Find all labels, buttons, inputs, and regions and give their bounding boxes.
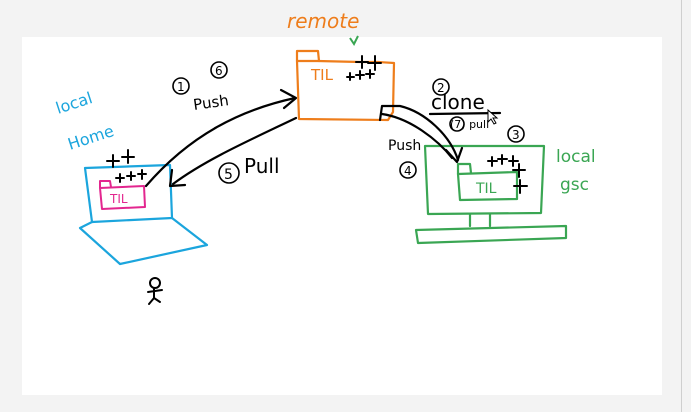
local-gsc-label-1: local: [556, 147, 596, 167]
home-til-folder: [99, 180, 146, 210]
mouse-cursor-icon: [487, 108, 499, 125]
step-circles: [172, 61, 525, 184]
local-gsc-label-2: gsc: [560, 175, 589, 195]
local-home-label-1: local: [53, 88, 94, 118]
gsc-monitor: [423, 144, 546, 216]
home-til-label: TIL: [109, 192, 128, 206]
step5-circle: [218, 162, 240, 184]
gsc-plus-marks: [487, 154, 528, 194]
stick-figure: [147, 277, 163, 305]
local-home-label-2: Home: [65, 121, 116, 154]
clone-arrow-remote-to-gsc: [378, 104, 460, 162]
pull-arrow-remote-to-home: [171, 116, 298, 186]
remote-folder-box: [295, 59, 396, 122]
pull-label: Pull: [244, 154, 280, 178]
step7-circle: [449, 116, 465, 132]
gsc-til-label: TIL: [475, 181, 497, 197]
whiteboard-canvas: [22, 37, 662, 395]
local-home-laptop: [78, 163, 209, 266]
step1-circle: [172, 77, 190, 95]
step6-number: 6: [215, 64, 223, 78]
arrows: [144, 88, 502, 188]
push-arrow-home-to-remote: [144, 96, 297, 188]
push-arrowhead: [279, 88, 298, 110]
remote-check-mark: [349, 35, 359, 46]
step3-circle: [507, 125, 525, 143]
remote-folder-tab: [295, 49, 321, 63]
gsc-stand: [468, 212, 492, 228]
gsc-folder: [456, 170, 519, 202]
step2-number: 2: [437, 81, 445, 95]
step3-number: 3: [512, 128, 520, 142]
window-right-border: [681, 0, 682, 412]
step2-circle: [432, 78, 450, 96]
laptop-home-base: [78, 216, 209, 266]
clone-label: clone: [431, 90, 485, 114]
local-gsc-computer: [414, 144, 568, 245]
clone-arrowhead: [444, 146, 464, 164]
step7-pull-label: (7) pull: [450, 118, 489, 131]
remote-plus-marks: [346, 55, 382, 81]
step6-circle: [210, 61, 228, 79]
remote-til-label: TIL: [310, 66, 334, 84]
remote-label: remote: [287, 9, 359, 33]
laptop-home-screen: [83, 163, 174, 224]
remote-group: [295, 49, 396, 122]
gsc-folder-tab: [456, 162, 473, 176]
home-plus-marks: [106, 149, 147, 183]
step4-number: 4: [404, 164, 412, 178]
app-top-strip: [0, 0, 691, 10]
pull-arrowhead: [168, 168, 187, 188]
push-label: Push: [192, 91, 230, 114]
step4-circle: [399, 161, 417, 179]
step1-number: 1: [177, 80, 185, 94]
gsc-keyboard: [414, 224, 568, 245]
step5-number: 5: [224, 167, 233, 183]
push2-label: Push: [388, 138, 421, 154]
